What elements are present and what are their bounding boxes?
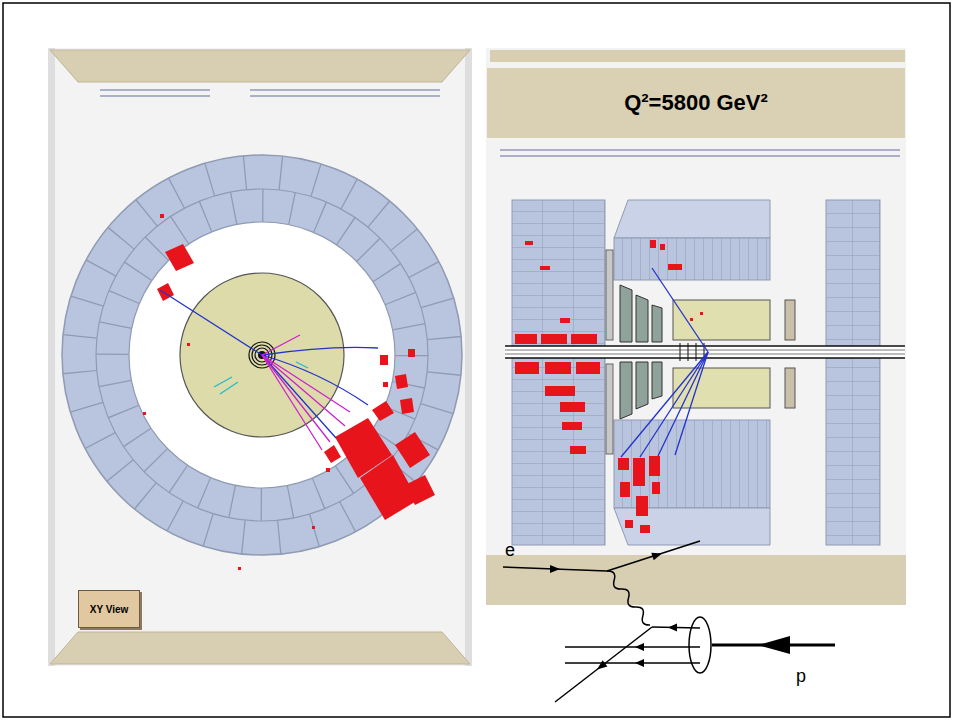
side-panel	[486, 48, 906, 605]
feynman-arrowheads	[550, 553, 790, 670]
xy-tracks	[160, 290, 378, 450]
proton-label: p	[796, 666, 806, 687]
node-text: XY View	[90, 604, 129, 615]
xy-panel	[48, 48, 472, 666]
event-banner: Q²=5800 GeV²	[487, 68, 905, 138]
electron-label: e	[505, 540, 515, 561]
outer-frame	[3, 3, 950, 717]
node-text: Q²=5800 GeV²	[624, 90, 768, 116]
side-detector	[505, 200, 905, 545]
xy-deposits	[143, 214, 435, 570]
side-tracks	[621, 268, 708, 457]
feynman-diagram	[503, 541, 835, 702]
xy-detector	[62, 155, 462, 555]
view-button: XY View	[78, 590, 140, 628]
side-deposits	[515, 240, 703, 533]
